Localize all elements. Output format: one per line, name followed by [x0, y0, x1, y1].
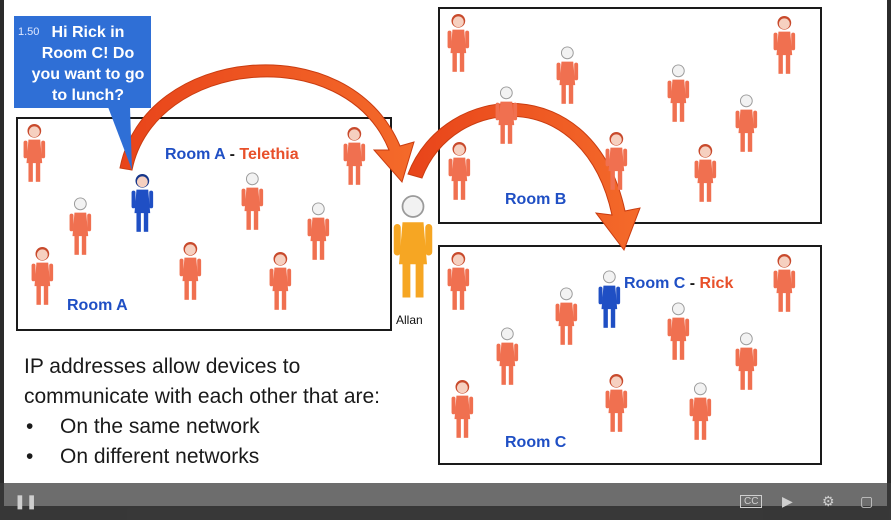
person-icon [447, 13, 470, 72]
body-paragraph: IP addresses allow devices to communicat… [24, 355, 381, 408]
gear-icon[interactable]: ⚙ [822, 493, 835, 509]
speech-bubble: 1.50 Hi Rick in Room C! Do you want to g… [14, 16, 151, 108]
person-icon [69, 197, 92, 255]
slide: 1.50 Hi Rick in Room C! Do you want to g… [4, 0, 887, 506]
person-icon [31, 246, 54, 305]
arrows [119, 64, 641, 252]
room-c-title: Room C - Rick [624, 275, 733, 293]
room-c-title-sep: - [685, 275, 700, 292]
speech-bubble-text: Hi Rick in Room C! Do you want to go to … [31, 24, 145, 104]
person-icon [307, 202, 330, 260]
person-icon [179, 241, 202, 300]
person-icon [451, 379, 474, 438]
player-controls: ❚❚ CC ▶ ⚙ ▢ [0, 483, 891, 520]
bullet-1: On the same network [24, 412, 419, 442]
play-icon[interactable]: ❚❚ [14, 493, 38, 509]
room-a-title-sep: - [225, 146, 240, 163]
person-icon [735, 332, 758, 390]
person-icon [241, 172, 264, 230]
arrow-a-to-allan [119, 64, 415, 184]
person-icon [448, 141, 471, 200]
speech-bubble-tail [108, 107, 132, 170]
volume-icon[interactable]: ▶ [782, 493, 793, 509]
room-b-footer: Room B [505, 191, 567, 208]
allan-label: Allan [396, 313, 423, 327]
person-icon [694, 143, 717, 202]
person-icon [667, 302, 690, 360]
arrow-allan-to-c [407, 103, 641, 252]
person-icon [773, 15, 796, 74]
room-c-title-person: Rick [699, 275, 734, 292]
person-icon [556, 46, 579, 104]
person-icon [735, 94, 758, 152]
person-icon [131, 173, 154, 232]
person-icon [343, 126, 366, 185]
person-icon [667, 64, 690, 122]
person-icon [555, 287, 578, 345]
room-c-title-name: Room C [624, 275, 686, 292]
room-a-title-name: Room A [165, 146, 226, 163]
version-label: 1.50 [18, 26, 40, 38]
room-a-footer: Room A [67, 297, 128, 314]
person-icon [605, 373, 628, 432]
person-icon [447, 251, 470, 310]
person-icon [689, 382, 712, 440]
person-icon [598, 270, 621, 328]
bullet-2: On different networks [24, 442, 419, 472]
allan-figure [393, 195, 433, 298]
room-c-footer: Room C [505, 434, 567, 451]
captions-icon[interactable]: CC [740, 495, 763, 508]
room-a-title: Room A - Telethia [165, 146, 299, 164]
person-icon [495, 86, 518, 144]
person-icon [605, 131, 628, 190]
person-icon [23, 123, 46, 182]
body-text: IP addresses allow devices to communicat… [24, 352, 419, 472]
fullscreen-icon[interactable]: ▢ [860, 493, 874, 509]
person-icon [773, 253, 796, 312]
person-icon [496, 327, 519, 385]
room-a-title-person: Telethia [239, 146, 299, 163]
person-icon [269, 251, 292, 310]
